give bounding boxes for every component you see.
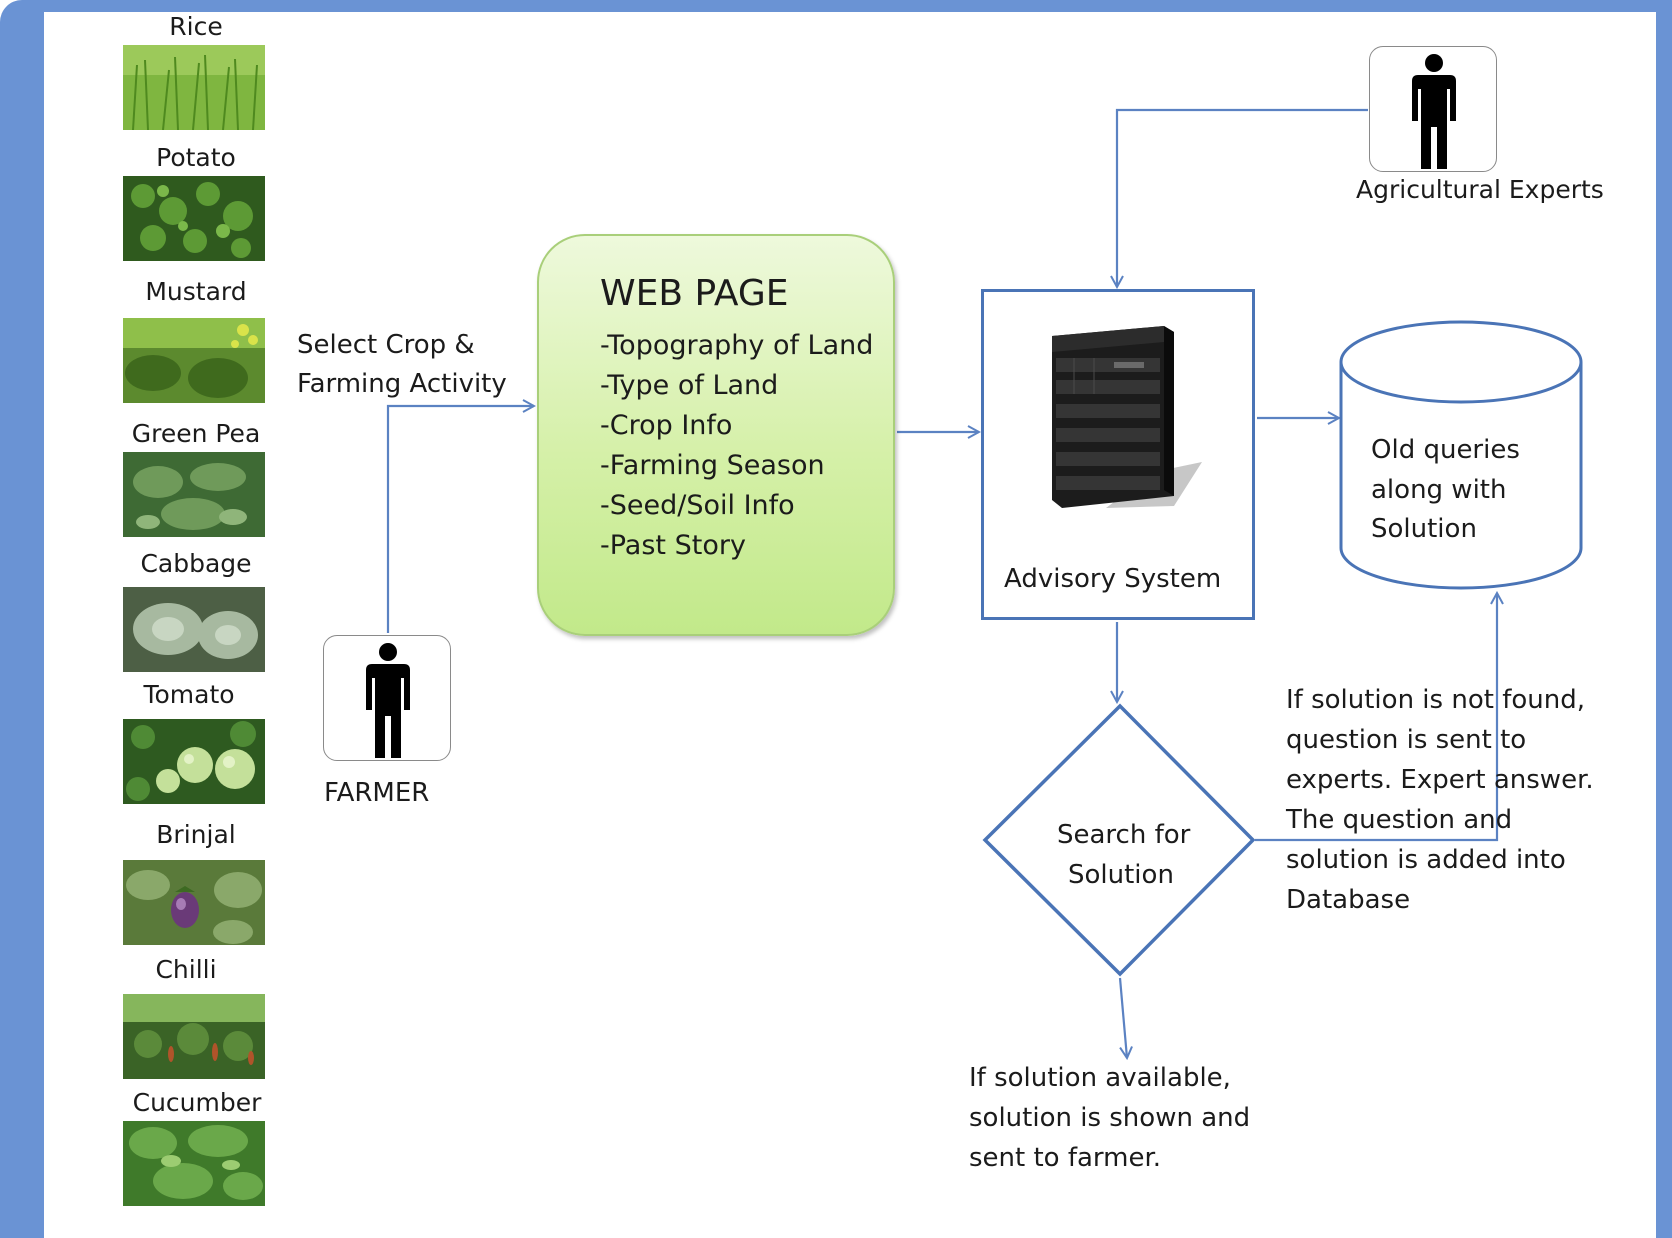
person-icon xyxy=(1412,54,1456,169)
database-cylinder xyxy=(1339,320,1583,590)
farmer-box xyxy=(323,635,451,761)
crop-label-rice: Rice xyxy=(169,12,223,41)
crop-label-chilli: Chilli xyxy=(155,955,217,984)
crop-label-cabbage: Cabbage xyxy=(140,549,252,578)
server-icon xyxy=(1052,326,1202,508)
crop-label-brinjal: Brinjal xyxy=(156,820,236,849)
database-label-line3: Solution xyxy=(1371,514,1477,544)
crop-image-potato xyxy=(123,176,265,261)
decision-diamond xyxy=(982,703,1256,977)
note-line: question is sent to xyxy=(1286,725,1527,755)
select-crop-label-line1: Select Crop & xyxy=(297,330,475,360)
advisory-system-box: Advisory System xyxy=(981,289,1255,620)
note-line: The question and xyxy=(1286,805,1513,835)
note-line: If solution is not found, xyxy=(1286,685,1585,715)
crop-image-mustard xyxy=(123,318,265,403)
database-label-line2: along with xyxy=(1371,475,1507,505)
note-line: Database xyxy=(1286,885,1411,915)
crop-label-mustard: Mustard xyxy=(145,277,247,306)
experts-label: Agricultural Experts xyxy=(1356,175,1604,204)
connector-decision-to-farmer-note xyxy=(1118,977,1127,1058)
crop-image-tomato xyxy=(123,719,265,804)
crop-image-cabbage xyxy=(123,587,265,672)
crop-label-potato: Potato xyxy=(156,143,236,172)
crop-image-chilli xyxy=(123,994,265,1079)
webpage-item: -Type of Land xyxy=(600,370,779,401)
connector-decision-to-database xyxy=(1255,593,1497,842)
connector-farmer-to-webpage xyxy=(386,406,534,633)
crop-image-rice xyxy=(123,45,265,130)
note-line: experts. Expert answer. xyxy=(1286,765,1594,795)
advisory-system-label: Advisory System xyxy=(1004,564,1222,594)
crop-label-green-pea: Green Pea xyxy=(131,419,261,448)
note-line: sent to farmer. xyxy=(969,1143,1162,1173)
webpage-items: -Topography of Land -Type of Land -Crop … xyxy=(600,326,873,566)
note-line: solution is added into xyxy=(1286,845,1566,875)
connector-experts-to-advisory xyxy=(1117,108,1368,287)
person-icon xyxy=(366,643,410,758)
webpage-item: -Farming Season xyxy=(600,450,825,481)
webpage-box: WEB PAGE -Topography of Land -Type of La… xyxy=(537,234,895,636)
database-label-line1: Old queries xyxy=(1371,435,1520,465)
webpage-item: -Topography of Land xyxy=(600,330,874,361)
farmer-label: FARMER xyxy=(324,778,430,808)
webpage-item: -Crop Info xyxy=(600,410,733,441)
decision-label-line1: Search for xyxy=(1057,820,1191,850)
webpage-item: -Past Story xyxy=(600,530,746,561)
decision-label-line2: Solution xyxy=(1068,860,1174,890)
crop-label-cucumber: Cucumber xyxy=(132,1088,262,1117)
crop-image-green-pea xyxy=(123,452,265,537)
select-crop-label-line2: Farming Activity xyxy=(297,369,507,399)
webpage-title: WEB PAGE xyxy=(600,273,789,314)
note-line: solution is shown and xyxy=(969,1103,1251,1133)
note-line: If solution available, xyxy=(969,1063,1231,1093)
experts-box xyxy=(1369,46,1497,172)
crop-image-brinjal xyxy=(123,860,265,945)
crop-image-cucumber xyxy=(123,1121,265,1206)
crop-label-tomato: Tomato xyxy=(143,680,235,709)
webpage-item: -Seed/Soil Info xyxy=(600,490,795,521)
